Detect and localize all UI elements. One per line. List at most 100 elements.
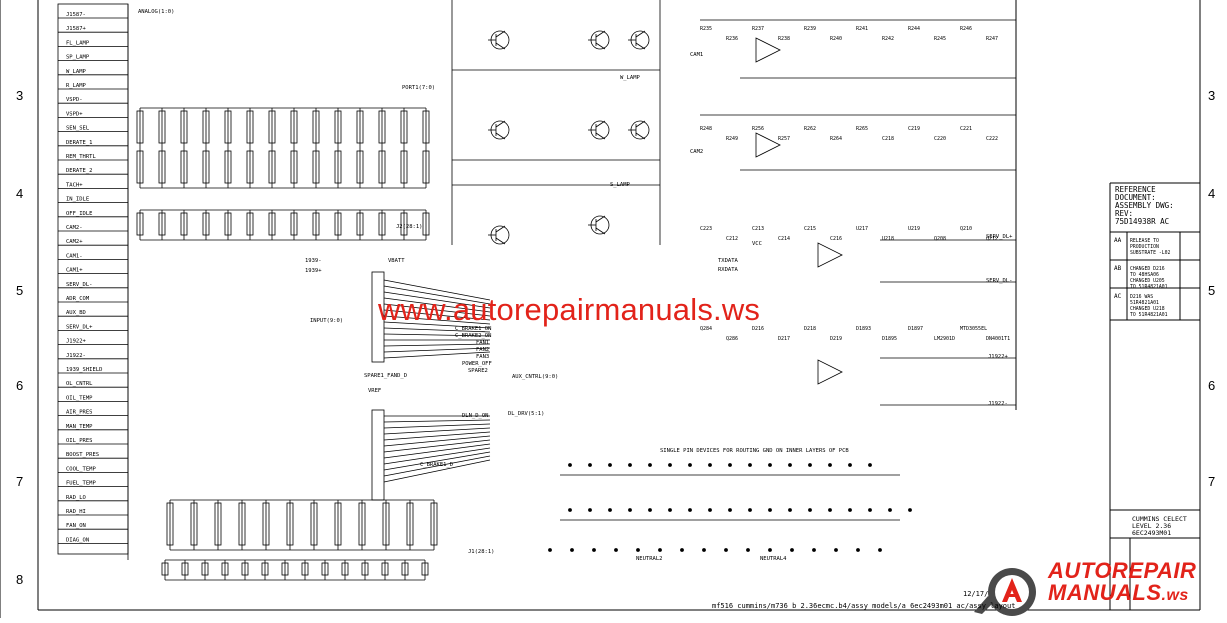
connector-pin-label: RAD_LO: [66, 495, 86, 501]
resistor: [158, 110, 166, 144]
resistor: [406, 502, 414, 546]
ref-designator: C214: [778, 236, 790, 242]
ref-designator: Q210: [960, 226, 972, 232]
resistor: [400, 150, 408, 184]
test-point: [746, 548, 750, 552]
net-label: SERV_DL-: [986, 278, 1013, 284]
test-point: [592, 548, 596, 552]
test-point: [768, 548, 772, 552]
connector-pin-label: VSPD+: [66, 111, 83, 117]
test-point: [812, 548, 816, 552]
connector-pin-label: DIAG_ON: [66, 537, 89, 543]
wire: [383, 419, 491, 423]
resistor: [301, 562, 309, 576]
revision-description: PRODUCTION: [1130, 244, 1159, 250]
resistor: [381, 562, 389, 576]
ref-designator: C220: [934, 136, 946, 142]
test-point: [548, 548, 552, 552]
resistor: [422, 212, 430, 236]
ref-designator: R236: [726, 36, 738, 42]
title-block: CUMMINS CELECT LEVEL 2.36 6EC2493M01: [1132, 516, 1187, 537]
ref-designator: R235: [700, 26, 712, 32]
resistor: [312, 212, 320, 236]
net-label: NEUTRAL2: [636, 556, 663, 562]
ref-designator: MTD3055EL: [960, 326, 987, 332]
net-label: J1922+: [988, 354, 1009, 360]
connector-pin-label: ADR_COM: [66, 296, 90, 302]
connector-j3: [371, 271, 385, 363]
row-number-left-8: 8: [16, 572, 24, 587]
ref-designator: D217: [778, 336, 790, 342]
test-point: [808, 508, 812, 512]
test-point: [856, 548, 860, 552]
connector-pin-label: VSPD-: [66, 97, 83, 103]
wire: [383, 343, 491, 347]
resistor: [158, 212, 166, 236]
connector-pin-label: RAD_HI: [66, 509, 86, 515]
resistor: [246, 212, 254, 236]
net-label: C_BRAKE2_ON: [455, 333, 491, 339]
net-label: CAM1: [690, 52, 703, 58]
net-label: VBATT: [388, 258, 405, 264]
resistor: [356, 150, 364, 184]
op-amp: [755, 132, 781, 158]
resistor: [430, 502, 438, 546]
connector-pin-label: OIL_TEMP: [66, 395, 93, 401]
resistor: [202, 110, 210, 144]
op-amp: [817, 242, 843, 268]
resistor: [290, 150, 298, 184]
test-point: [628, 508, 632, 512]
resistor: [334, 502, 342, 546]
revision-description: SUBSTRATE -L02: [1130, 250, 1171, 256]
resistor: [190, 502, 198, 546]
resistor: [422, 110, 430, 144]
test-point: [688, 508, 692, 512]
resistor: [400, 110, 408, 144]
resistor: [341, 562, 349, 576]
resistor: [378, 150, 386, 184]
resistor: [136, 212, 144, 236]
revision-description: TO 48HSA06: [1130, 272, 1159, 278]
ref-designator: R264: [830, 136, 842, 142]
ref-designator: D1893: [856, 326, 871, 332]
transistor: [590, 30, 610, 50]
watermark-url[interactable]: www.autorepairmanuals.ws: [378, 292, 761, 327]
connector-pin-label: IN_IDLE: [66, 197, 89, 203]
row-number-left-4: 4: [16, 186, 24, 201]
resistor: [421, 562, 429, 576]
net-label: CAM2: [690, 149, 703, 155]
ref-designator: Q286: [726, 336, 738, 342]
ref-designator: R238: [778, 36, 790, 42]
revision-code: AA: [1114, 237, 1122, 244]
wire: [383, 333, 491, 337]
resistor: [321, 562, 329, 576]
resistor: [356, 212, 364, 236]
resistor: [268, 110, 276, 144]
test-point: [868, 463, 872, 467]
resistor: [214, 502, 222, 546]
test-point: [888, 508, 892, 512]
connector-pin-label: CAM2-: [66, 225, 83, 231]
connector-pin-label: J1587-: [66, 12, 86, 18]
ref-designator: C215: [804, 226, 816, 232]
ref-designator: D216: [752, 326, 764, 332]
resistor: [310, 502, 318, 546]
transistor: [490, 30, 510, 50]
ref-designator: R237: [752, 26, 764, 32]
resistor: [224, 110, 232, 144]
connector-pin-label: CAM1+: [66, 268, 83, 274]
wire: [383, 321, 491, 329]
connector-pin-label: DERATE_2: [66, 168, 93, 174]
connector-pin-label: AIR_PRES: [66, 410, 93, 416]
wire: [383, 291, 491, 309]
wire: [383, 439, 491, 453]
net-label: SPARE2: [468, 368, 488, 374]
op-amp: [817, 359, 843, 385]
ref-designator: R249: [726, 136, 738, 142]
net-label: POWER_OFF: [462, 361, 492, 367]
connector-pin-label: J1922+: [66, 339, 87, 345]
ref-designator: C221: [960, 126, 972, 132]
connector-pin-label: FUEL_TEMP: [66, 481, 96, 487]
ref-designator: U219: [908, 226, 920, 232]
logo-line-2-suffix: .ws: [1161, 587, 1189, 604]
